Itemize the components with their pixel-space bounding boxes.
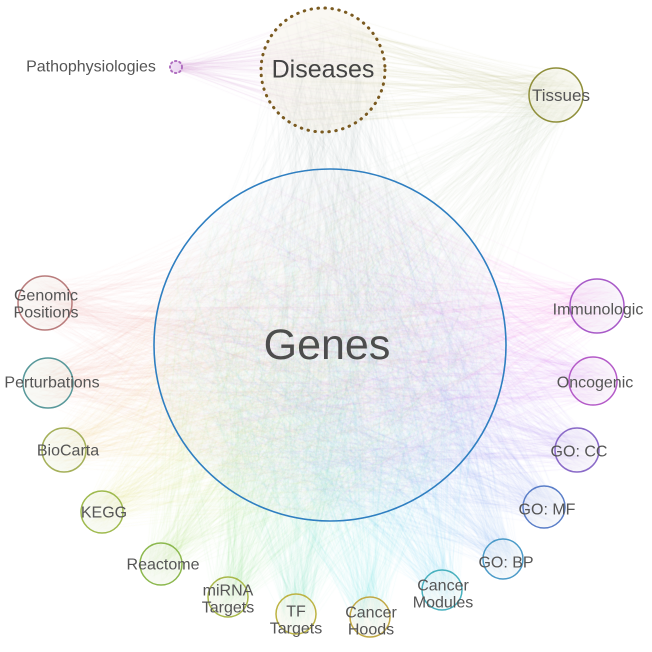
node-circle-mirna_targets[interactable] — [207, 576, 249, 618]
node-circle-tf_targets[interactable] — [275, 593, 317, 635]
node-circle-go_cc[interactable] — [554, 427, 600, 473]
node-circle-reactome[interactable] — [139, 542, 183, 586]
node-circle-biocarta[interactable] — [41, 427, 87, 473]
node-circle-perturbations[interactable] — [22, 357, 74, 409]
node-circle-genes[interactable] — [153, 168, 507, 522]
node-circle-go_mf[interactable] — [522, 485, 566, 529]
node-circle-immunologic[interactable] — [569, 278, 625, 334]
node-circle-tissues[interactable] — [528, 67, 584, 123]
node-circle-pathophysiologies[interactable] — [169, 60, 183, 74]
node-circle-kegg[interactable] — [80, 490, 124, 534]
node-circle-genomic_positions[interactable] — [17, 275, 73, 331]
node-circle-cancer_hoods[interactable] — [349, 596, 391, 638]
node-circle-oncogenic[interactable] — [568, 356, 618, 406]
node-circle-go_bp[interactable] — [482, 538, 524, 580]
node-circle-cancer_modules[interactable] — [421, 569, 463, 611]
node-circle-diseases[interactable] — [259, 6, 387, 134]
